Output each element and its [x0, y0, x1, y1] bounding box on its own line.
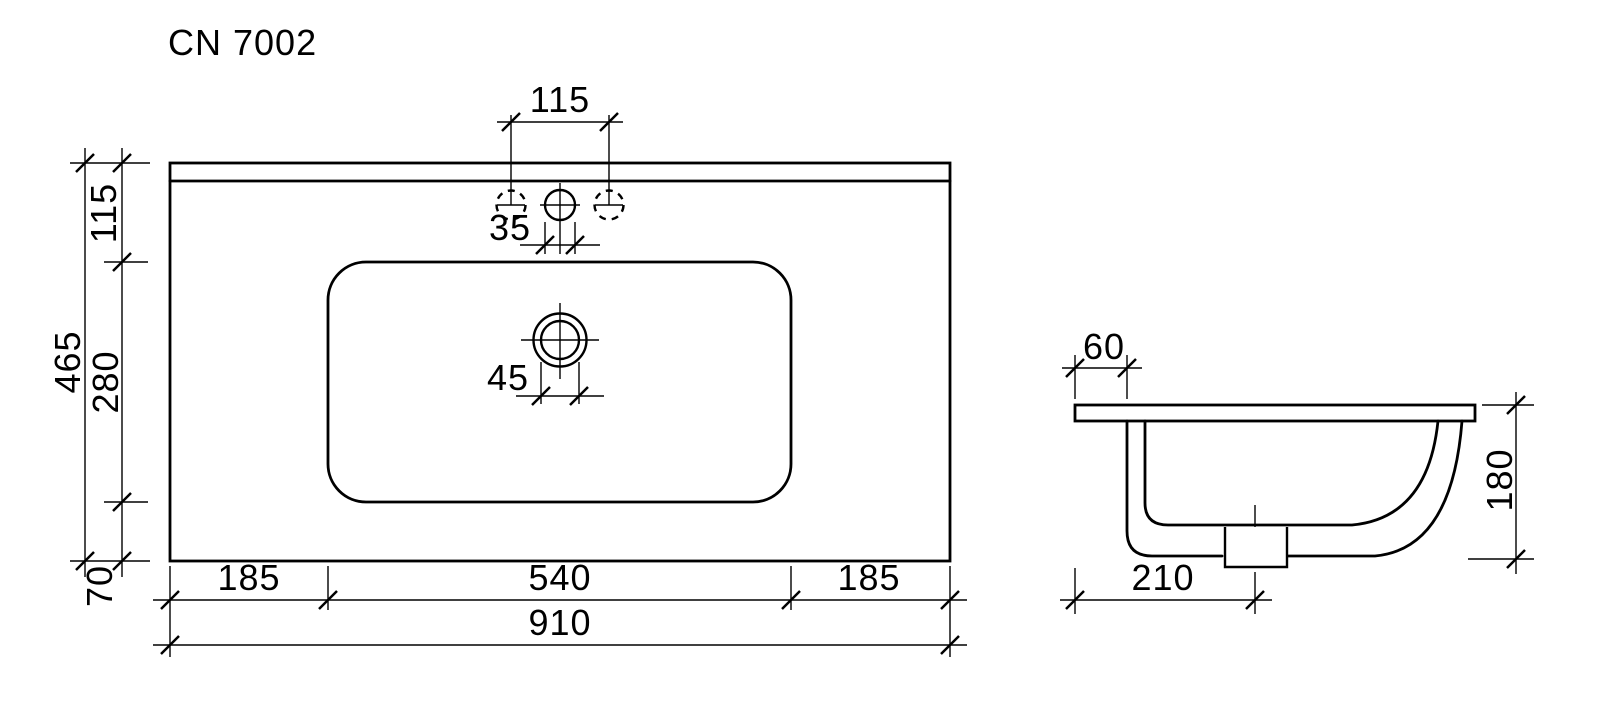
- dim-faucet-hole-spacing: 115: [530, 79, 590, 120]
- dim-height: 180: [1479, 448, 1520, 511]
- tick-mark: [535, 235, 555, 255]
- dim-bowl-to-front: 70: [79, 565, 120, 607]
- tick-mark: [112, 153, 132, 173]
- side-dimension-ticks: [1065, 358, 1526, 610]
- plan-view: 115 35 45 465 115 280 70 185 540 185 910: [47, 79, 967, 657]
- tick-mark: [1117, 358, 1137, 378]
- tick-mark: [1065, 590, 1085, 610]
- dim-drain-diameter: 45: [487, 357, 529, 398]
- plan-dimension-lines: [70, 121, 967, 657]
- tick-mark: [75, 153, 95, 173]
- tick-mark: [501, 112, 521, 132]
- basin-inner-profile: [1143, 419, 1440, 527]
- tick-mark: [75, 551, 95, 571]
- dim-total-depth: 465: [47, 330, 88, 393]
- drawing-title: CN 7002: [168, 22, 317, 63]
- tick-mark: [160, 635, 180, 655]
- side-view: 60 180 210: [1060, 326, 1534, 614]
- tick-mark: [112, 252, 132, 272]
- tick-mark: [1506, 395, 1526, 415]
- basin-outer-shell-right: [1286, 419, 1464, 558]
- basin-outer-rect: [168, 161, 952, 563]
- bowl-outline: [326, 260, 793, 504]
- tick-mark: [1245, 590, 1265, 610]
- drain-outlet-stub: [1223, 527, 1289, 569]
- tick-mark: [940, 635, 960, 655]
- tick-mark: [160, 590, 180, 610]
- tick-mark: [112, 551, 132, 571]
- tick-mark: [940, 590, 960, 610]
- basin-outer-shell-left: [1125, 419, 1224, 558]
- dim-bowl-width: 540: [528, 557, 591, 598]
- tick-mark: [318, 590, 338, 610]
- tick-mark: [1506, 549, 1526, 569]
- dim-left-to-bowl: 185: [217, 557, 280, 598]
- tick-mark: [565, 235, 585, 255]
- tick-mark: [1065, 358, 1085, 378]
- dim-back-to-bowl: 115: [83, 183, 124, 243]
- dim-total-width: 910: [528, 602, 591, 643]
- tick-mark: [112, 492, 132, 512]
- dim-bowl-depth: 280: [85, 350, 126, 413]
- dim-faucet-hole-diameter: 35: [489, 207, 531, 248]
- dim-front-to-drain: 210: [1131, 557, 1194, 598]
- plan-centerlines: [497, 115, 623, 379]
- basin-outline: [168, 161, 952, 563]
- tick-mark: [569, 386, 589, 406]
- side-outline: [1073, 403, 1477, 569]
- tick-mark: [531, 386, 551, 406]
- plan-dimension-ticks: [75, 112, 960, 655]
- countertop-slab: [1073, 403, 1477, 423]
- dim-bowl-to-right: 185: [837, 557, 900, 598]
- dim-back-overhang: 60: [1083, 326, 1125, 367]
- tick-mark: [781, 590, 801, 610]
- tick-mark: [599, 112, 619, 132]
